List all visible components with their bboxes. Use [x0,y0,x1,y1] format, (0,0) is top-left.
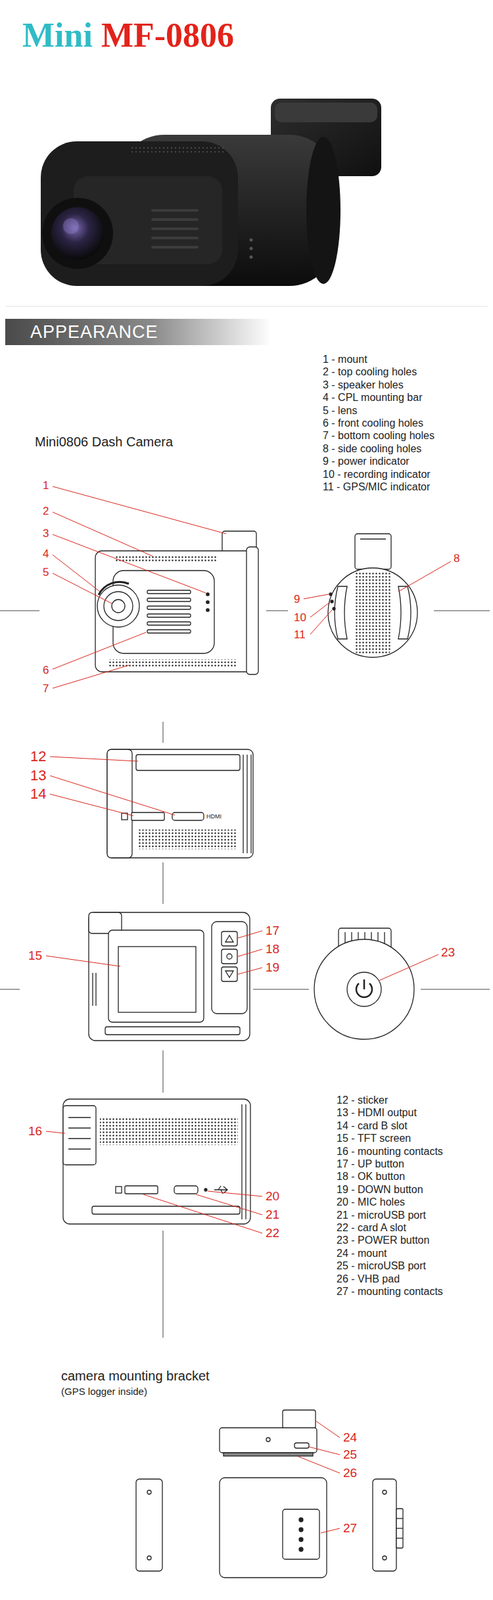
part-label: 17 - UP button [336,1158,405,1171]
part-label: 4 - CPL mounting bar [322,391,423,404]
part-label: 20 - MIC holes [336,1196,405,1209]
part-label: 24 - mount [336,1247,387,1260]
part-label: 2 - top cooling holes [322,366,417,378]
rear-view [314,928,415,1040]
part-label: 19 - DOWN button [336,1183,424,1196]
front-view [95,531,259,675]
part-label: 18 - OK button [336,1170,405,1183]
callout-number: 7 [42,682,49,696]
callout-number: 2 [42,504,49,518]
part-label: 5 - lens [322,404,357,417]
callout-number: 27 [343,1521,357,1536]
part-label: Mini0806 Dash Camera [34,434,173,450]
callout-number: 21 [265,1207,280,1222]
product-photo [40,98,382,286]
callout-number: 16 [28,1124,43,1139]
part-label: 15 - TFT screen [336,1132,411,1145]
part-label: 6 - front cooling holes [322,417,424,430]
part-label: 22 - card A slot [336,1221,407,1234]
side-view [328,533,418,658]
axis-lines [0,610,490,1338]
callout-number: 12 [30,748,47,765]
part-label: 1 - mount [322,353,368,366]
part-label: 16 - mounting contacts [336,1145,444,1157]
part-label: 26 - VHB pad [336,1272,400,1285]
part-label: 13 - HDMI output [336,1106,417,1119]
callout-number: 17 [265,923,280,939]
callout-number: 14 [30,785,47,802]
part-label: 7 - bottom cooling holes [322,429,435,442]
part-label: 27 - mounting contacts [336,1285,444,1298]
part-label: 21 - microUSB port [336,1208,426,1221]
callout-number: 25 [343,1447,357,1462]
callout-number: 6 [42,663,49,678]
callout-number: 9 [293,592,300,607]
callout-number: 13 [30,767,47,784]
section-band: APPEARANCE [5,318,272,346]
callout-number: 18 [265,941,280,957]
part-label: 23 - POWER button [336,1234,430,1247]
callout-number: 23 [441,945,455,960]
bottom-view [63,1099,251,1224]
part-label: 12 - sticker [336,1094,388,1107]
part-label: 11 - GPS/MIC indicator [322,481,430,493]
bracket-views [136,1409,403,1578]
section-heading: APPEARANCE [30,318,159,346]
divider [5,306,488,307]
callout-number: 5 [42,565,49,580]
top-view [107,749,254,858]
back-view [88,912,250,1041]
callout-number: 11 [293,628,306,642]
part-label: 25 - microUSB port [336,1260,426,1272]
callout-number: 19 [265,960,280,975]
page-title: Mini MF-0806 [22,16,235,54]
callout-number: 1 [42,479,49,493]
callout-number: 20 [265,1189,280,1204]
callout-number: 3 [42,527,49,541]
part-label: 8 - side cooling holes [322,443,422,455]
part-label: (GPS logger inside) [61,1385,148,1397]
part-label: 9 - power indicator [322,455,410,468]
callout-number: 15 [28,948,43,963]
callout-number: 24 [343,1430,357,1445]
callout-number: 4 [42,547,49,561]
part-label: camera mounting bracket [61,1368,210,1384]
callout-number: 22 [265,1225,280,1241]
callout-number: 26 [343,1465,357,1481]
part-label: HDMI [206,813,222,820]
leader-lines [46,486,451,1533]
part-label: 10 - recording indicator [322,468,431,480]
callout-number: 10 [293,611,307,625]
callout-number: 8 [453,552,460,566]
part-label: 3 - speaker holes [322,379,404,392]
part-label: 14 - card B slot [336,1120,408,1132]
